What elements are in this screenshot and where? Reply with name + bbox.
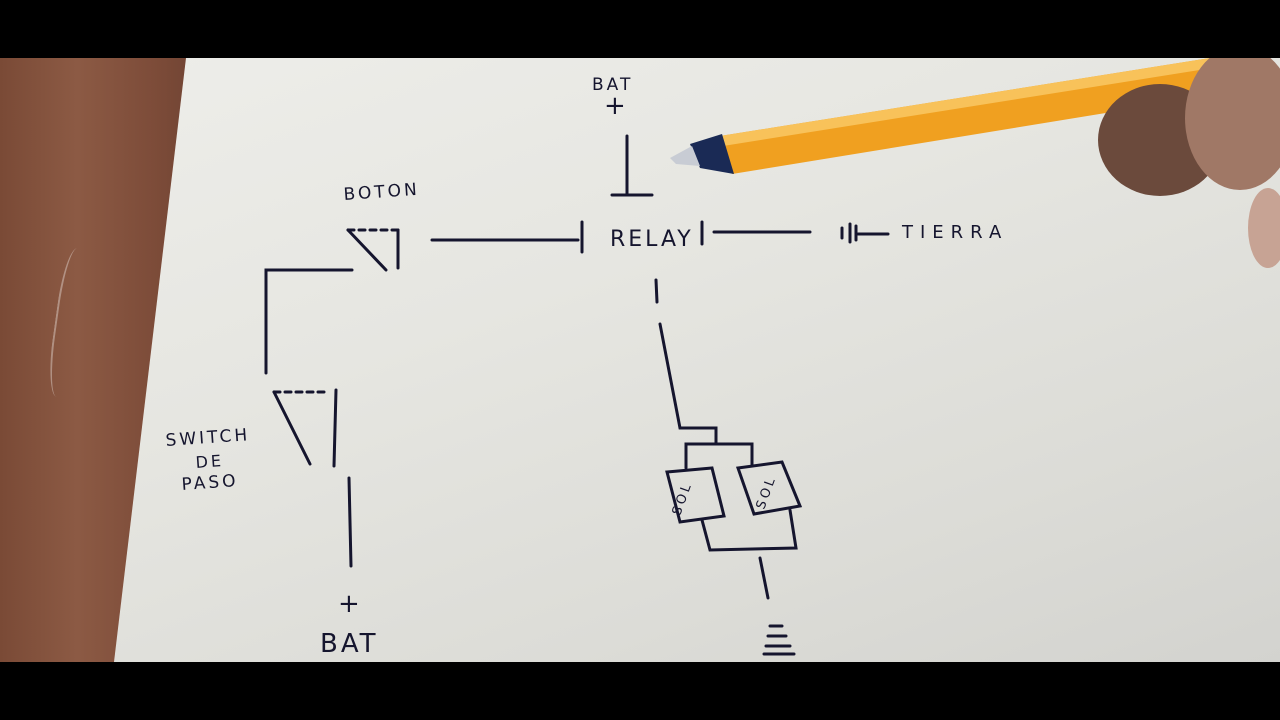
relay-down-stub [654, 278, 659, 304]
switch-bat-wire [347, 476, 353, 568]
switch-arm [272, 390, 312, 466]
tierra-label: TIERRA [901, 222, 1008, 243]
bat-bottom-plus: + [338, 589, 363, 619]
switch-post [332, 388, 338, 468]
sol-left-box [665, 466, 726, 524]
letterbox-bottom [0, 662, 1280, 720]
hand [1098, 58, 1280, 268]
bat-top-label: BAT [592, 75, 633, 95]
photo-scene: BAT + BOTON RELAY TIERRA SWITCH DE PASO … [0, 58, 1280, 662]
sol-right-label: SOL [754, 474, 780, 512]
wiring-diagram: BAT + BOTON RELAY TIERRA SWITCH DE PASO … [165, 58, 1280, 659]
bat-bottom-label: BAT [320, 629, 379, 659]
switch-label-3: PASO [181, 471, 239, 495]
relay-label: RELAY [610, 227, 694, 252]
letterbox-top [0, 0, 1280, 58]
boton-label: BOTON [343, 180, 420, 205]
sol-ground-wire [758, 556, 770, 600]
sol-bottom-bus [700, 508, 798, 552]
boton-arm [346, 228, 388, 272]
sol-right-box [735, 460, 803, 516]
sol-top-bus [684, 442, 754, 470]
relay-sol-wire [658, 322, 718, 446]
bat-top-plus: + [604, 91, 629, 121]
pen [670, 58, 1222, 174]
boton-switch-wire [264, 268, 354, 375]
switch-label-1: SWITCH [165, 425, 251, 451]
switch-label-2: DE [195, 451, 225, 472]
